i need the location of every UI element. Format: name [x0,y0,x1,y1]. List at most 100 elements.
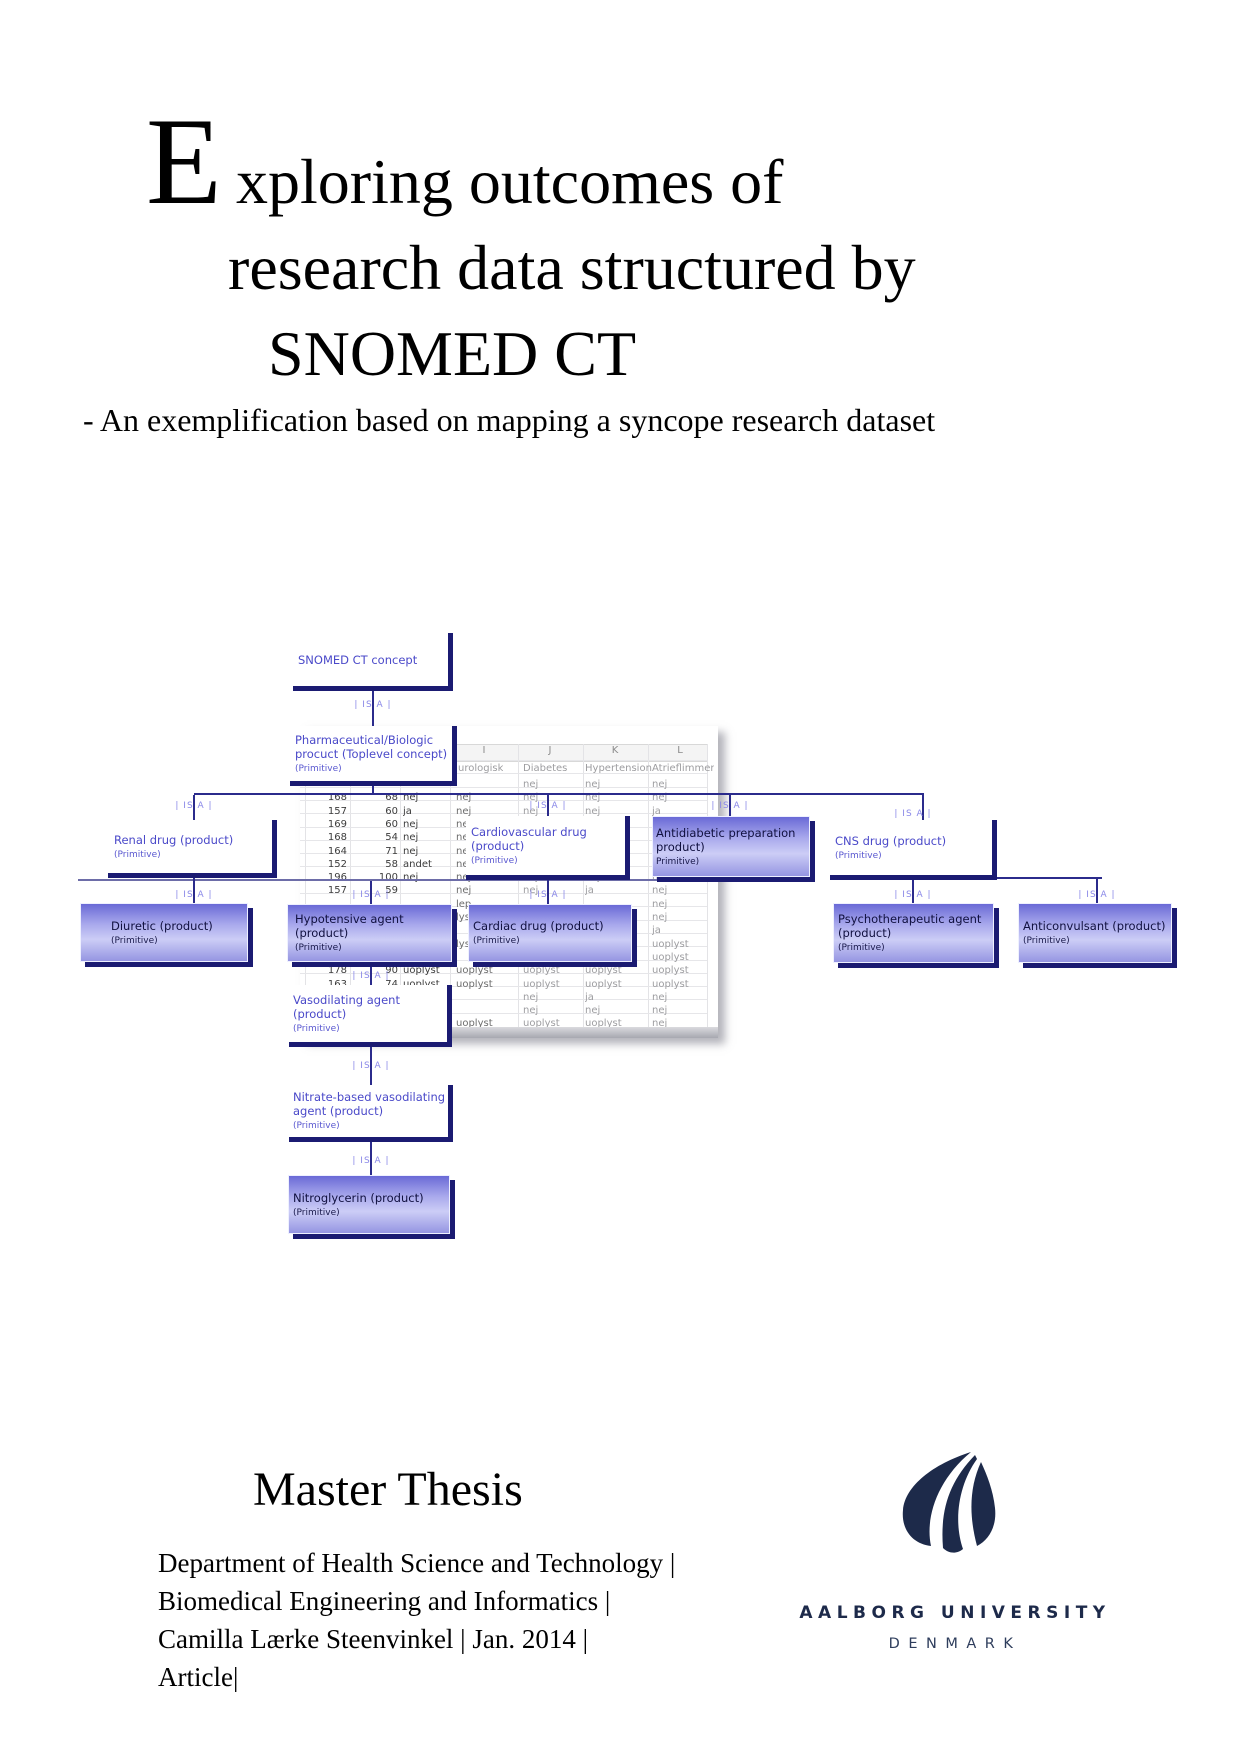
concept-primitive-tag: (Primitive) [111,935,158,946]
concept-node-cardiac: Cardiac drug (product) (Primitive) [468,904,632,962]
concept-label: Renal drug (product) [114,832,234,847]
concept-label: Pharmaceutical/Biologic [295,732,434,747]
sheet-cell: nej [652,991,668,1003]
isa-connector-line [78,879,760,881]
concept-label: procuct (Toplevel concept) [295,746,448,761]
department-line: Biomedical Engineering and Informatics | [158,1586,611,1616]
sheet-cell: nej [652,885,668,897]
sheet-cell: nej [456,805,472,817]
sheet-cell: ja [585,991,594,1003]
isa-connector-line [547,795,549,816]
title-line-2: research data structured by [228,232,916,303]
sheet-cell: 60 [385,818,398,830]
sheet-cell: nej [585,1005,601,1017]
concept-primitive-tag: (Primitive) [293,1121,340,1131]
sheet-cell: nej [652,872,668,884]
concept-label: (product) [838,926,892,940]
sheet-cell: uoplyst [456,978,493,990]
sheet-cell: 163 [327,978,347,990]
isa-connector-line [370,1047,372,1085]
sheet-cell: uoplyst [652,978,689,990]
sheet-cell: andet [403,858,432,870]
isa-connector-line [193,795,195,820]
sheet-cell: nej [403,845,419,857]
concept-primitive-tag: (Primitive) [295,943,342,953]
sheet-cell: nej [523,779,539,790]
sheet-gridline [300,786,707,788]
sheet-col-letter: I [482,745,486,756]
sheet-gridline [350,744,351,1038]
concept-node-vaso: Vasodilating agent(product)(Primitive) [289,985,452,1047]
sheet-gridline [300,813,707,815]
concept-primitive-tag: Primitive) [656,856,700,867]
sheet-cell: nej [652,912,668,923]
sheet-gridline [300,773,707,775]
concept-label: Nitroglycerin (product) [293,1190,424,1205]
sheet-cell: 164 [327,845,347,857]
sheet-gridline [648,744,649,1038]
concept-primitive-tag: (Primitive) [835,850,882,861]
sheet-cell: 196 [327,872,347,884]
sheet-cell: 168 [327,832,347,844]
sheet-cell: 54 [385,832,398,844]
sheet-cell: 90 [385,965,398,977]
sheet-cell: nej [403,792,419,804]
sheet-cell: uoplyst [523,1018,560,1030]
concept-label: (product) [295,926,349,940]
sheet-cell: nej [403,872,419,884]
sheet-col-letter: K [611,745,619,756]
isa-connector-line [370,881,372,904]
sheet-cell: nej [652,792,668,804]
concept-label: product) [656,839,705,854]
title-line-1: xploring outcomes of [236,146,784,217]
thesis-heading: Master Thesis [253,1463,523,1516]
sheet-cell: lys [456,912,470,923]
sheet-gridline [583,744,584,1038]
sheet-cell: nej [456,885,472,897]
sheet-cell: nej [456,792,472,804]
sheet-cell: 152 [327,858,347,870]
concept-primitive-tag: (Primitive) [473,936,520,946]
sheet-cell: nej [652,898,668,910]
concept-primitive-tag: (Primitive) [471,855,518,866]
sheet-cell: nej [523,792,539,804]
department-line: Camilla Lærke Steenvinkel | Jan. 2014 | [158,1624,588,1654]
concept-label: (product) [293,1006,347,1021]
department-info: Department of Health Science and Technol… [158,1544,675,1696]
sheet-cell: ja [403,805,412,817]
concept-primitive-tag: (Primitive) [1023,936,1070,946]
sheet-gridline [518,744,519,1038]
concept-label: Anticonvulsant (product) [1023,919,1166,933]
sheet-cell: uoplyst [523,965,560,977]
concept-node-snomed: SNOMED CT concept [293,633,453,691]
sheet-cell: uoplyst [585,965,622,977]
isa-label: | IS A | [175,890,213,900]
concept-node-antidiab: Antidiabetic preparation product)Primiti… [652,816,810,877]
sheet-cell: ja [652,805,661,817]
sheet-cell: uoplyst [585,1018,622,1030]
sheet-cell: 157 [327,805,347,817]
sheet-cell: nej [456,832,472,844]
sheet-cell: nej [585,805,601,817]
isa-connector-line [922,795,924,820]
sheet-cell: ja [585,885,594,897]
isa-connector-line [912,879,914,903]
sheet-gridline [300,972,707,974]
concept-label: CNS drug (product) [835,833,947,848]
sheet-gridline [707,744,708,1038]
concept-node-hypo: Hypotensive agent(product)(Primitive) [287,904,452,962]
sheet-cell: uoplyst [652,965,689,977]
aalborg-university-logo [902,1452,996,1553]
concept-label: (product) [471,838,525,853]
sheet-cell: 59 [385,885,398,897]
isa-label: | IS A | [175,801,213,811]
concept-label: Cardiac drug (product) [473,919,604,933]
sheet-cell: nej [652,1005,668,1017]
sheet-gridline [305,744,306,1038]
concept-node-anticonv: Anticonvulsant (product) (Primitive) [1018,903,1172,963]
sheet-cell: uoplyst [456,965,493,977]
concept-node-cns: CNS drug (product) (Primitive) [830,820,997,880]
